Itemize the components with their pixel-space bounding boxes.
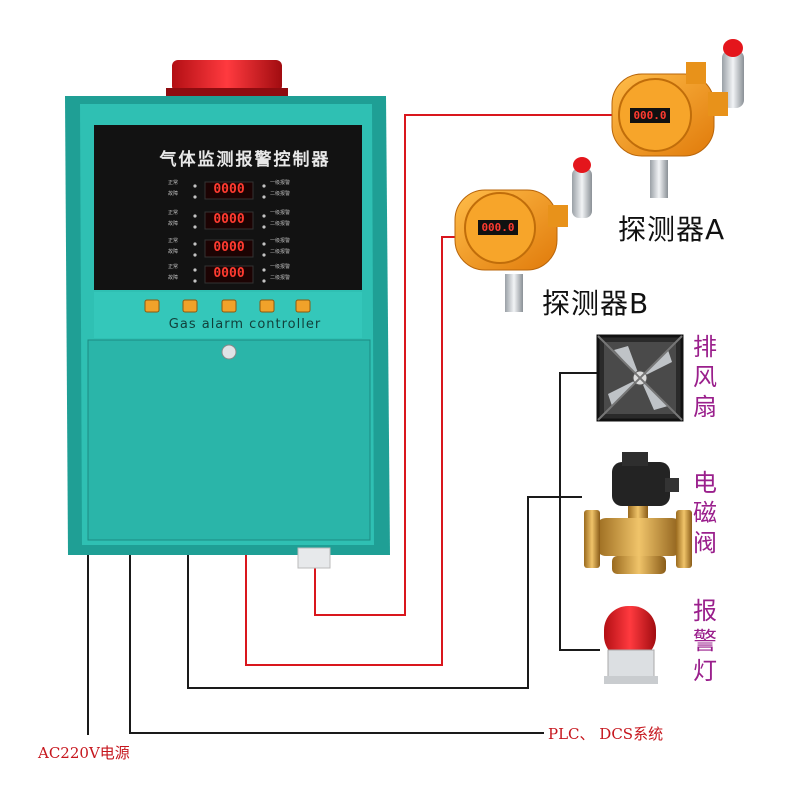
controller-buttons bbox=[144, 299, 311, 313]
exhaust-fan-label-3: 扇 bbox=[693, 393, 717, 421]
alarm-light-label-1: 报 bbox=[693, 597, 717, 625]
controller-display-3: 0000 bbox=[213, 240, 245, 255]
right-status-4: 二级报警 bbox=[270, 221, 291, 227]
controller-panel-title: 气体监测报警控制器 bbox=[159, 150, 331, 170]
detector-b-display: 000.0 bbox=[481, 221, 515, 234]
solenoid-valve-label-1: 电 bbox=[693, 469, 717, 497]
left-status-7: 正常 bbox=[168, 264, 179, 270]
alarm-light-label-2: 警 bbox=[693, 627, 717, 655]
controller-door bbox=[87, 339, 371, 541]
detector-b bbox=[454, 157, 592, 312]
controller-beacon bbox=[172, 60, 282, 92]
alarm-light-label: 报 警 灯 bbox=[690, 596, 720, 686]
solenoid-valve-label-3: 阀 bbox=[693, 529, 717, 557]
door-lock bbox=[221, 344, 237, 360]
controller-display-4: 0000 bbox=[213, 266, 245, 281]
left-status-8: 故障 bbox=[168, 275, 179, 281]
left-status-3: 正常 bbox=[168, 210, 179, 216]
right-status-3: 一级报警 bbox=[270, 210, 291, 216]
right-status-7: 一级报警 bbox=[270, 264, 291, 270]
controller-subtitle: Gas alarm controller bbox=[168, 317, 322, 332]
detector-a-display: 000.0 bbox=[633, 109, 667, 122]
detector-b-label: 探测器B bbox=[542, 287, 650, 320]
wire-alarm-light bbox=[559, 497, 600, 651]
left-status-6: 故障 bbox=[168, 249, 179, 255]
controller-right-status: 一级报警 二级报警 一级报警 二级报警 一级报警 二级报警 一级报警 二级报警 bbox=[270, 181, 310, 287]
left-status-5: 正常 bbox=[168, 238, 179, 244]
controller-display-1: 0000 bbox=[213, 182, 245, 197]
plc-dcs-label: PLC、 DCS系统 bbox=[548, 725, 664, 743]
right-status-6: 二级报警 bbox=[270, 249, 291, 255]
wire-plc bbox=[129, 548, 544, 734]
solenoid-valve-label-2: 磁 bbox=[693, 499, 717, 527]
right-status-1: 一级报警 bbox=[270, 180, 291, 186]
gas-alarm-controller bbox=[65, 60, 390, 569]
detector-a bbox=[611, 39, 744, 198]
solenoid-valve bbox=[584, 452, 692, 574]
exhaust-fan-label-1: 排 bbox=[693, 333, 717, 361]
controller-left-status: 正常 故障 正常 故障 正常 故障 正常 故障 bbox=[168, 181, 194, 287]
exhaust-fan-label-2: 风 bbox=[693, 363, 717, 391]
power-supply-label: AC220V电源 bbox=[38, 744, 130, 762]
controller-window bbox=[94, 125, 362, 290]
wire-exhaust-fan bbox=[559, 372, 598, 497]
detector-a-label: 探测器A bbox=[618, 213, 726, 246]
left-status-1: 正常 bbox=[168, 180, 179, 186]
wires bbox=[87, 114, 612, 735]
right-status-8: 二级报警 bbox=[270, 275, 291, 281]
exhaust-fan bbox=[596, 334, 684, 422]
controller-display-2: 0000 bbox=[213, 212, 245, 227]
left-status-2: 故障 bbox=[168, 191, 179, 197]
controller-displays bbox=[204, 181, 254, 284]
alarm-light bbox=[604, 606, 658, 684]
wire-relay-bus bbox=[187, 496, 582, 689]
alarm-light-label-3: 灯 bbox=[693, 657, 717, 685]
left-status-4: 故障 bbox=[168, 221, 179, 227]
solenoid-valve-label: 电 磁 阀 bbox=[690, 468, 720, 558]
wire-detector-a bbox=[314, 114, 612, 616]
exhaust-fan-label: 排 风 扇 bbox=[690, 332, 720, 422]
right-status-2: 二级报警 bbox=[270, 191, 291, 197]
wire-detector-b bbox=[245, 236, 460, 666]
right-status-5: 一级报警 bbox=[270, 238, 291, 244]
